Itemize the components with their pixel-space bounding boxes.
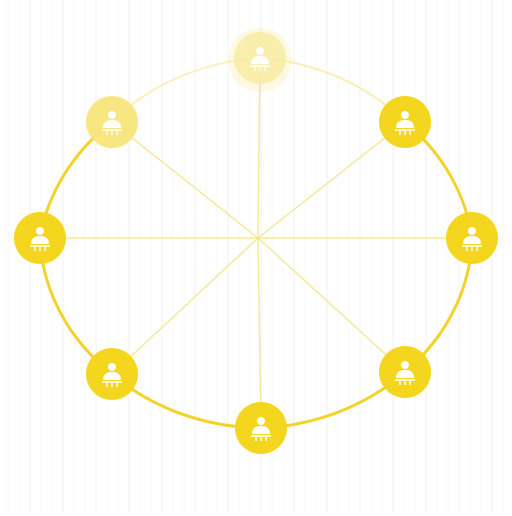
node-left[interactable] [14, 212, 66, 264]
person-icon [30, 227, 50, 251]
spoke-line-bottom-left [111, 237, 259, 375]
node-bottom[interactable] [235, 402, 287, 454]
node-bottom-left[interactable] [86, 348, 138, 400]
spoke-line-top-left [111, 121, 259, 239]
person-icon [250, 47, 270, 71]
node-top-left[interactable] [86, 96, 138, 148]
node-right[interactable] [446, 212, 498, 264]
spoke-line-top-right [257, 121, 406, 239]
node-group [14, 28, 498, 454]
person-icon [102, 363, 122, 387]
node-top-right[interactable] [379, 96, 431, 148]
person-icon [102, 111, 122, 135]
center-spokes [40, 57, 472, 429]
spoke-line-bottom [257, 237, 262, 429]
person-icon [395, 361, 415, 385]
person-icon [251, 417, 271, 441]
node-bottom-right[interactable] [379, 346, 431, 398]
spoke-line-top [257, 57, 261, 239]
spoke-line-bottom-right [257, 237, 406, 373]
person-icon [462, 227, 482, 251]
node-top[interactable] [228, 28, 292, 92]
person-icon [395, 111, 415, 135]
